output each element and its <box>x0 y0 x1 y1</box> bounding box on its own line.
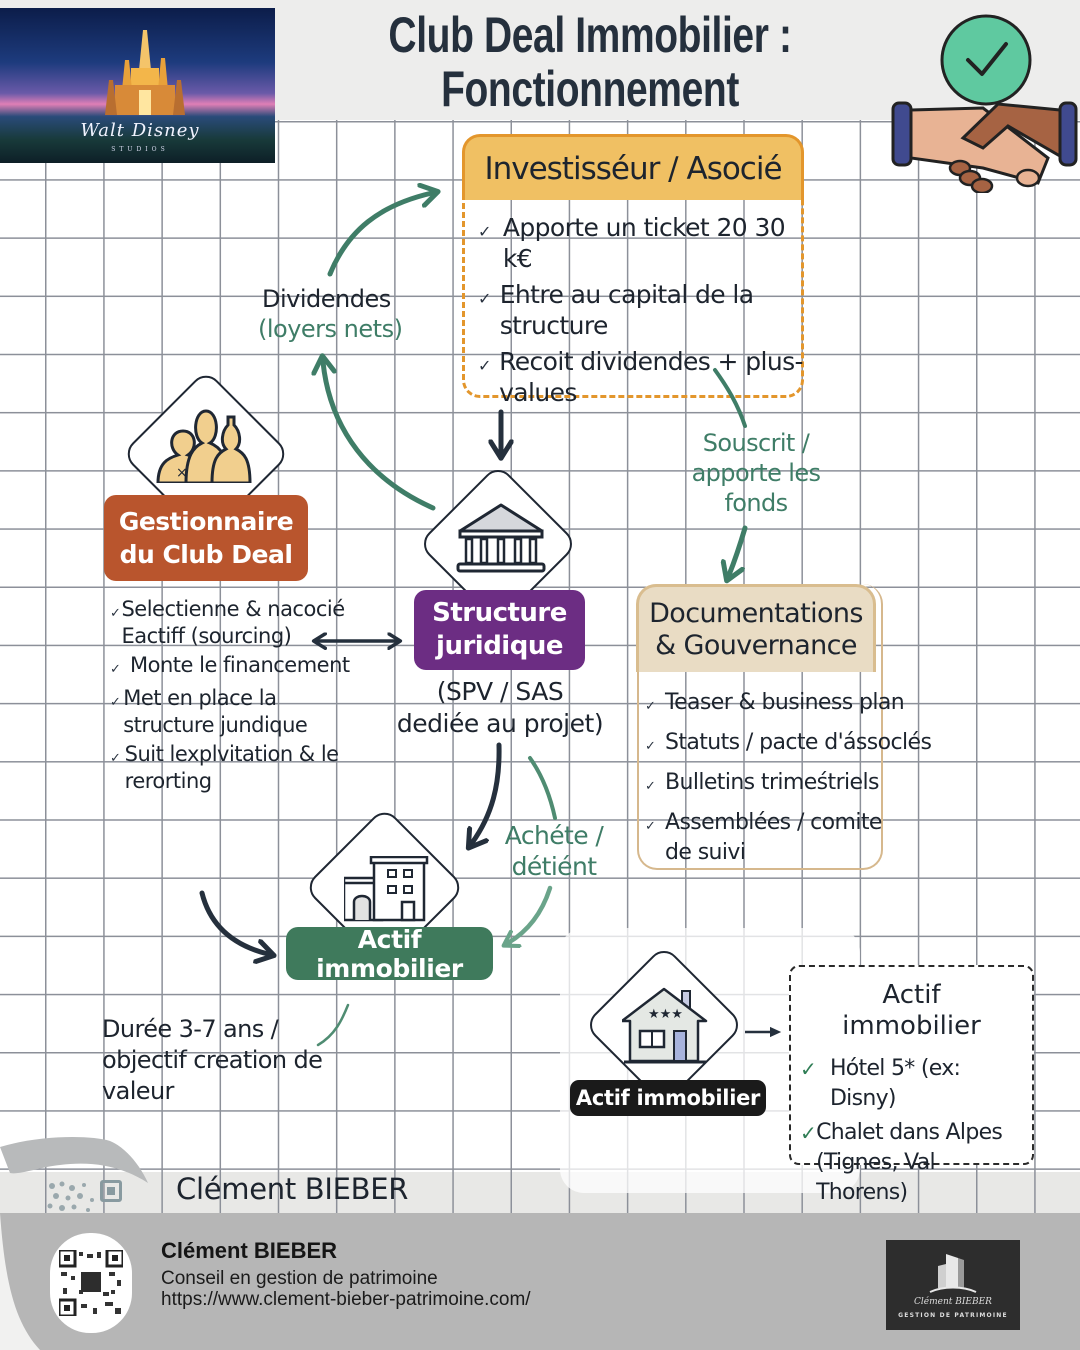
actif-example-title: Actif immobilier <box>842 980 981 1041</box>
structure-subtitle: (SPV / SAS dediée au projet) <box>396 677 604 738</box>
list-item: ✓Recoit dividendes + plus-values <box>478 347 804 407</box>
disney-logo: Walt Disney <box>80 120 200 141</box>
duree-note: Durée 3-7 ans / objectif creation de val… <box>102 1015 323 1105</box>
actif-example-card <box>789 965 1034 1165</box>
studios-label: STUDIOS <box>111 146 169 153</box>
check-icon: ✓ <box>645 819 656 834</box>
list-item: ✓Assemblées / comite de suivi <box>645 808 935 868</box>
logo-name: Clément BIEBER <box>914 1297 992 1307</box>
list-item: ✓Apporte un ticket 20 30 k€ <box>478 213 786 273</box>
dividendes-label: Dividendes <box>262 285 391 313</box>
logo-tagline: GESTION DE PATRIMOINE <box>898 1312 1008 1319</box>
gestionnaire-list: ✓Selectienne & nacocié Eactiff (sourcing… <box>110 596 350 797</box>
check-icon: ✓ <box>645 739 656 754</box>
check-icon: ✓ <box>800 1121 817 1145</box>
investisseur-card-title: Investisséur / Asocié <box>462 134 804 200</box>
skyscraper-logo-icon <box>929 1254 977 1293</box>
check-icon: ✓ <box>478 289 491 308</box>
list-item: ✓Selectienne & nacocié Eactiff (sourcing… <box>110 597 345 648</box>
list-item: ✓Hótel 5* (ex: Disny) <box>800 1054 1032 1114</box>
brand-logo: Clément BIEBER GESTION DE PATRIMOINE <box>886 1240 1020 1330</box>
list-item: ✓Statuts / pacte d'ássoclés <box>645 728 935 762</box>
check-icon: ✓ <box>645 779 656 794</box>
signature-name: Clément BIEBER <box>176 1172 409 1206</box>
check-icon: ✓ <box>110 662 121 677</box>
check-icon: ✓ <box>800 1057 817 1081</box>
loyers-nets-label: (loyers nets) <box>258 315 403 343</box>
list-item: ✓Chalet dans Alpes (Tignes, Val Thorens) <box>800 1118 1032 1208</box>
list-item: ✓Bulletins trimeśtriels <box>645 768 935 802</box>
check-icon: ✓ <box>645 699 656 714</box>
documentation-card-border <box>637 584 883 870</box>
list-item: ✓Met en place la structure jundique <box>110 686 308 737</box>
check-icon: ✓ <box>110 606 121 621</box>
actif-example-list: ✓Hótel 5* (ex: Disny) ✓Chalet dans Alpes… <box>800 1054 1032 1212</box>
check-icon: ✓ <box>478 356 491 375</box>
qr-code[interactable] <box>50 1233 132 1333</box>
souscrit-label: Souscrit / apporte les fonds <box>691 429 821 517</box>
title-line-2: Fonctionnement <box>441 61 739 117</box>
qr-fragment-icon <box>47 1181 94 1212</box>
disney-castle-photo: Walt Disney STUDIOS <box>0 8 275 163</box>
check-icon: ✓ <box>110 751 121 766</box>
check-icon: ✓ <box>478 222 491 241</box>
footer-role: Conseil en gestion de patrimoine <box>161 1268 438 1289</box>
check-icon: ✓ <box>110 695 121 710</box>
footer-name: Clément BIEBER <box>161 1238 338 1263</box>
handshake-check-icon <box>891 14 1078 193</box>
documentation-card-title: Documentations & Gouvernance <box>636 584 876 672</box>
signature-strip <box>0 1172 1080 1214</box>
qr-code-icon <box>59 1250 123 1316</box>
actif-example-badge: Actif immobilier <box>570 1080 766 1116</box>
castle-icon <box>105 30 185 115</box>
achete-label: Achéte / détiént <box>504 821 604 881</box>
documentation-list: ✓Teaser & business plan ✓Statuts / pacte… <box>645 688 935 874</box>
actif-immobilier-badge: Actif immobilier <box>286 925 493 983</box>
list-item: ✓Monte le financement <box>110 652 350 683</box>
page-title: Club Deal Immobilier : Fonctionnement <box>387 8 793 116</box>
footer-details: Conseil en gestion de patrimoine https:/… <box>161 1268 531 1310</box>
list-item: ✓Ehtre au capital de la structure <box>478 280 754 340</box>
investisseur-list: ✓Apporte un ticket 20 30 k€ ✓Ehtre au ca… <box>478 212 808 413</box>
footer-website-link[interactable]: https://www.clement-bieber-patrimoine.co… <box>161 1289 531 1310</box>
title-line-1: Club Deal Immobilier : <box>388 7 792 63</box>
list-item: ✓Teaser & business plan <box>645 688 935 722</box>
square-icon <box>100 1180 122 1202</box>
brush-stroke-decoration <box>0 1137 148 1183</box>
structure-juridique-badge: Structure juridique <box>414 590 585 670</box>
gestionnaire-badge: Gestionnaire du Club Deal <box>104 495 308 581</box>
list-item: ✓Suit lexplvitation & le rerorting <box>110 742 339 793</box>
